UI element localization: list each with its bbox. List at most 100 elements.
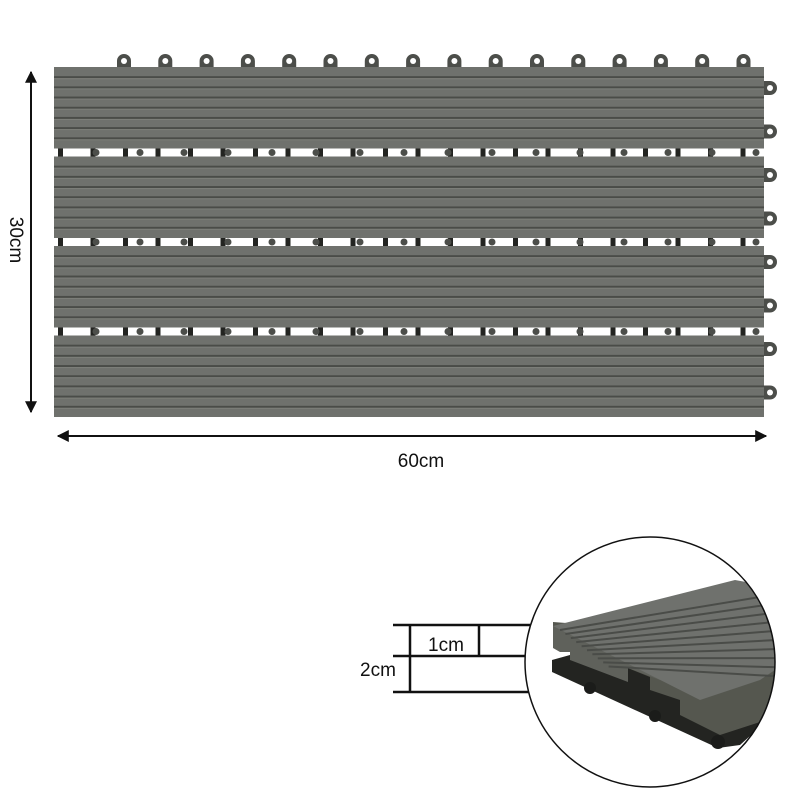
board-groove <box>54 306 764 309</box>
gap-connector <box>224 238 232 246</box>
gap-connector <box>620 238 628 246</box>
board-groove <box>54 76 764 79</box>
gap-peg <box>220 327 226 336</box>
side-clip-hole <box>767 172 773 178</box>
board-groove-highlight <box>54 267 764 269</box>
side-clip-hole <box>767 85 773 91</box>
gap-peg <box>285 238 291 246</box>
board-groove <box>54 375 764 378</box>
board-groove-highlight <box>54 387 764 389</box>
gap-peg <box>350 148 356 157</box>
top-clip-hole <box>121 58 127 64</box>
gap-peg <box>188 148 193 157</box>
board-groove-highlight <box>54 139 764 141</box>
gap-connector <box>268 149 276 156</box>
top-clip-hole <box>203 58 210 64</box>
gap-peg <box>188 238 193 246</box>
side-clip-hole <box>767 302 773 309</box>
gap-connector <box>312 238 320 246</box>
board-groove <box>54 275 764 278</box>
side-clip-hole <box>767 215 773 222</box>
gap-connector <box>576 328 584 335</box>
board-groove <box>54 354 764 357</box>
board-groove <box>54 255 764 258</box>
board-groove-highlight <box>54 277 764 279</box>
board-groove <box>54 226 764 229</box>
gap-peg <box>480 148 486 157</box>
gap-peg <box>480 327 486 336</box>
board-groove <box>54 216 764 219</box>
total-thickness-label: 2cm <box>360 660 396 681</box>
gap-connector <box>708 149 716 156</box>
detail-groove <box>608 665 775 679</box>
gap-peg <box>610 238 616 246</box>
gap-connector <box>444 238 452 246</box>
board-groove <box>54 86 764 89</box>
gap-peg <box>350 327 356 336</box>
gap-connector <box>532 149 540 156</box>
detail-grooves <box>559 591 775 679</box>
gap-peg <box>740 238 746 246</box>
board-groove-highlight <box>54 188 764 190</box>
board-groove <box>54 265 764 268</box>
top-clips <box>117 54 751 67</box>
gap-connector <box>400 149 408 156</box>
board-groove-highlight <box>54 257 764 259</box>
gap-connector <box>268 328 276 335</box>
board-groove-highlight <box>54 318 764 320</box>
gap-peg <box>675 238 681 246</box>
board-groove-highlight <box>54 346 764 348</box>
gap-connector <box>312 328 320 335</box>
board-groove <box>54 344 764 347</box>
top-clip-hole <box>327 58 334 64</box>
board-groove-highlight <box>54 177 764 179</box>
gap-connector <box>664 238 672 246</box>
gap-connector <box>180 238 188 246</box>
gap-peg <box>643 148 648 157</box>
gap-peg <box>155 148 161 157</box>
board-groove-highlight <box>54 167 764 169</box>
board-groove-highlight <box>54 407 764 409</box>
gap-peg <box>155 327 161 336</box>
top-clip-hole <box>575 58 582 64</box>
gap-connector <box>400 328 408 335</box>
board-groove-highlight <box>54 297 764 299</box>
board-groove <box>54 385 764 388</box>
detail-groove <box>570 609 775 640</box>
gap-peg <box>285 327 291 336</box>
side-clips <box>764 81 778 400</box>
board-groove-highlight <box>54 397 764 399</box>
board-groove-highlight <box>54 198 764 200</box>
gap-peg <box>155 238 161 246</box>
gap-peg <box>545 148 551 157</box>
gap-connector <box>620 149 628 156</box>
gap-connector <box>356 328 364 335</box>
gap-peg <box>220 148 226 157</box>
board-groove-highlight <box>54 308 764 310</box>
gap-connector <box>180 328 188 335</box>
gap-peg <box>383 238 388 246</box>
top-clip-hole <box>410 58 417 64</box>
gap-connector <box>224 149 232 156</box>
gap-connector <box>444 328 452 335</box>
board-groove <box>54 165 764 168</box>
board-groove <box>54 106 764 109</box>
gap-peg <box>253 327 258 336</box>
gap-pegs <box>58 148 760 336</box>
board-groove <box>54 206 764 209</box>
height-label: 30cm <box>5 217 26 263</box>
detail-groove <box>603 661 775 669</box>
gap-connector <box>664 328 672 335</box>
board-groove-highlight <box>54 228 764 230</box>
gap-connector <box>136 238 144 246</box>
gap-connector <box>752 328 760 335</box>
top-clip-hole <box>740 58 747 64</box>
gap-connector <box>752 149 760 156</box>
height-dimension: 30cm <box>5 70 37 414</box>
board-groove-highlight <box>54 377 764 379</box>
gap-connector <box>224 328 232 335</box>
gap-connector <box>92 149 100 156</box>
gap-peg <box>58 148 63 157</box>
top-clip-hole <box>244 58 251 64</box>
board-groove-highlight <box>54 98 764 100</box>
